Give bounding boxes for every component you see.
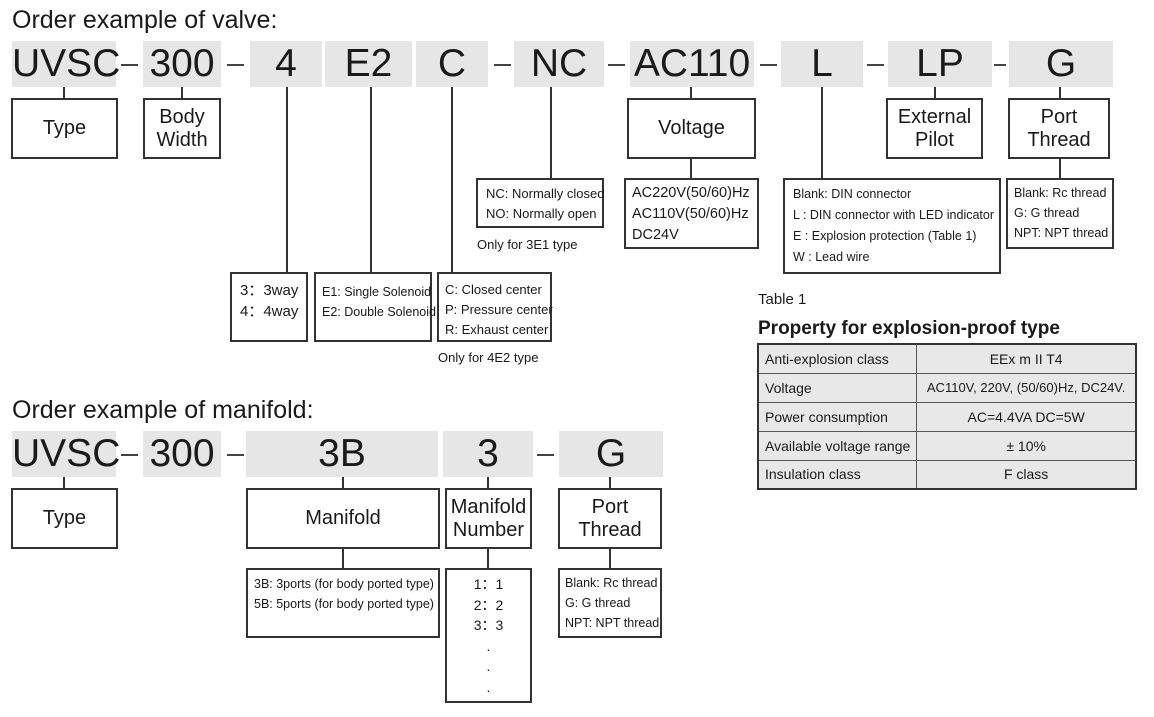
table-cell: ± 10% [916, 430, 1137, 461]
connector-line [487, 549, 489, 569]
table-cell: Insulation class [757, 459, 918, 490]
dash [121, 64, 138, 66]
code-voltage: AC110 [630, 41, 754, 87]
table-cell: EEx m II T4 [916, 343, 1137, 374]
table-cell: Available voltage range [757, 430, 918, 461]
manifold-type-box: Type [11, 488, 118, 549]
table-row: Voltage AC110V, 220V, (50/60)Hz, DC24V. [757, 372, 1137, 403]
connector-line [181, 87, 183, 99]
manifold-ports-options: 3B: 3ports (for body ported type) 5B: 5p… [246, 568, 440, 638]
way-options: 3：3way 4：4way [230, 272, 308, 342]
code-uvsc: UVSC [12, 431, 121, 477]
dash [121, 454, 138, 456]
connector-line [451, 87, 453, 272]
nc-caption: Only for 3E1 type [477, 237, 578, 252]
connector-line [690, 87, 692, 99]
code-manifold-number: 3 [443, 431, 533, 477]
connector-line [934, 87, 936, 99]
table-cell: F class [916, 459, 1137, 490]
connector-line [821, 87, 823, 179]
code-solenoid: E2 [325, 41, 412, 87]
connector-line [1059, 87, 1061, 99]
solenoid-options: E1: Single Solenoid E2: Double Solenoid [314, 272, 436, 342]
code-nc: NC [514, 41, 604, 87]
manifold-box: Manifold [246, 488, 440, 549]
connector-line [609, 477, 611, 489]
manifold-thread-options: Blank: Rc thread G: G thread NPT: NPT th… [558, 568, 662, 638]
dash [760, 64, 777, 66]
valve-code-row: UVSC 300 4 E2 C NC AC110 L LP G [0, 41, 1154, 87]
table-row: Available voltage range ± 10% [757, 430, 1137, 461]
code-connector: L [781, 41, 863, 87]
dash [494, 64, 511, 66]
code-body-width: 300 [143, 431, 221, 477]
code-body-width: 300 [143, 41, 221, 87]
connector-line [550, 87, 552, 179]
table-row: Insulation class F class [757, 459, 1137, 490]
dash [994, 64, 1006, 66]
code-uvsc: UVSC [12, 41, 121, 87]
type-box: Type [11, 98, 118, 159]
connector-line [342, 549, 344, 569]
manifold-number-options: 1：1 2：2 3：3 . . . [445, 568, 532, 703]
connector-line [370, 87, 372, 272]
connector-line [1059, 159, 1061, 179]
connector-line [690, 159, 692, 179]
code-center: C [416, 41, 488, 87]
code-port-thread: G [559, 431, 663, 477]
table1-title: Property for explosion-proof type [758, 318, 1060, 339]
manifold-order-heading: Order example of manifold: [12, 396, 314, 424]
table-cell: Power consumption [757, 401, 918, 432]
table-cell: Anti-explosion class [757, 343, 918, 374]
code-port-thread: G [1009, 41, 1113, 87]
connector-line [63, 87, 65, 99]
table1-label: Table 1 [758, 291, 807, 308]
connector-line [609, 549, 611, 569]
connector-line [286, 87, 288, 272]
table-row: Anti-explosion class EEx m II T4 [757, 343, 1137, 374]
connector-line [342, 477, 344, 489]
nc-options: NC: Normally closed NO: Normally open [476, 178, 604, 228]
dash [867, 64, 884, 66]
table-row: Power consumption AC=4.4VA DC=5W [757, 401, 1137, 432]
connector-line [63, 477, 65, 489]
center-options: C: Closed center P: Pressure center R: E… [437, 272, 553, 342]
valve-order-heading: Order example of valve: [12, 6, 278, 34]
dash [227, 64, 244, 66]
center-caption: Only for 4E2 type [438, 350, 539, 365]
table-cell: AC=4.4VA DC=5W [916, 401, 1137, 432]
code-way: 4 [250, 41, 322, 87]
dash [608, 64, 625, 66]
explosion-proof-table: Anti-explosion class EEx m II T4 Voltage… [757, 343, 1137, 490]
voltage-options: AC220V(50/60)Hz AC110V(50/60)Hz DC24V [624, 178, 759, 249]
voltage-box: Voltage [627, 98, 756, 159]
code-manifold: 3B [246, 431, 438, 477]
table-cell: Voltage [757, 372, 918, 403]
dash [537, 454, 554, 456]
connector-options: Blank: DIN connector L : DIN connector w… [783, 178, 1001, 274]
connector-line [487, 477, 489, 489]
dash [227, 454, 244, 456]
valve-thread-options: Blank: Rc thread G: G thread NPT: NPT th… [1006, 178, 1114, 249]
code-external-pilot: LP [888, 41, 992, 87]
manifold-code-row: UVSC 300 3B 3 G [0, 431, 700, 477]
table-cell: AC110V, 220V, (50/60)Hz, DC24V. [916, 372, 1137, 403]
